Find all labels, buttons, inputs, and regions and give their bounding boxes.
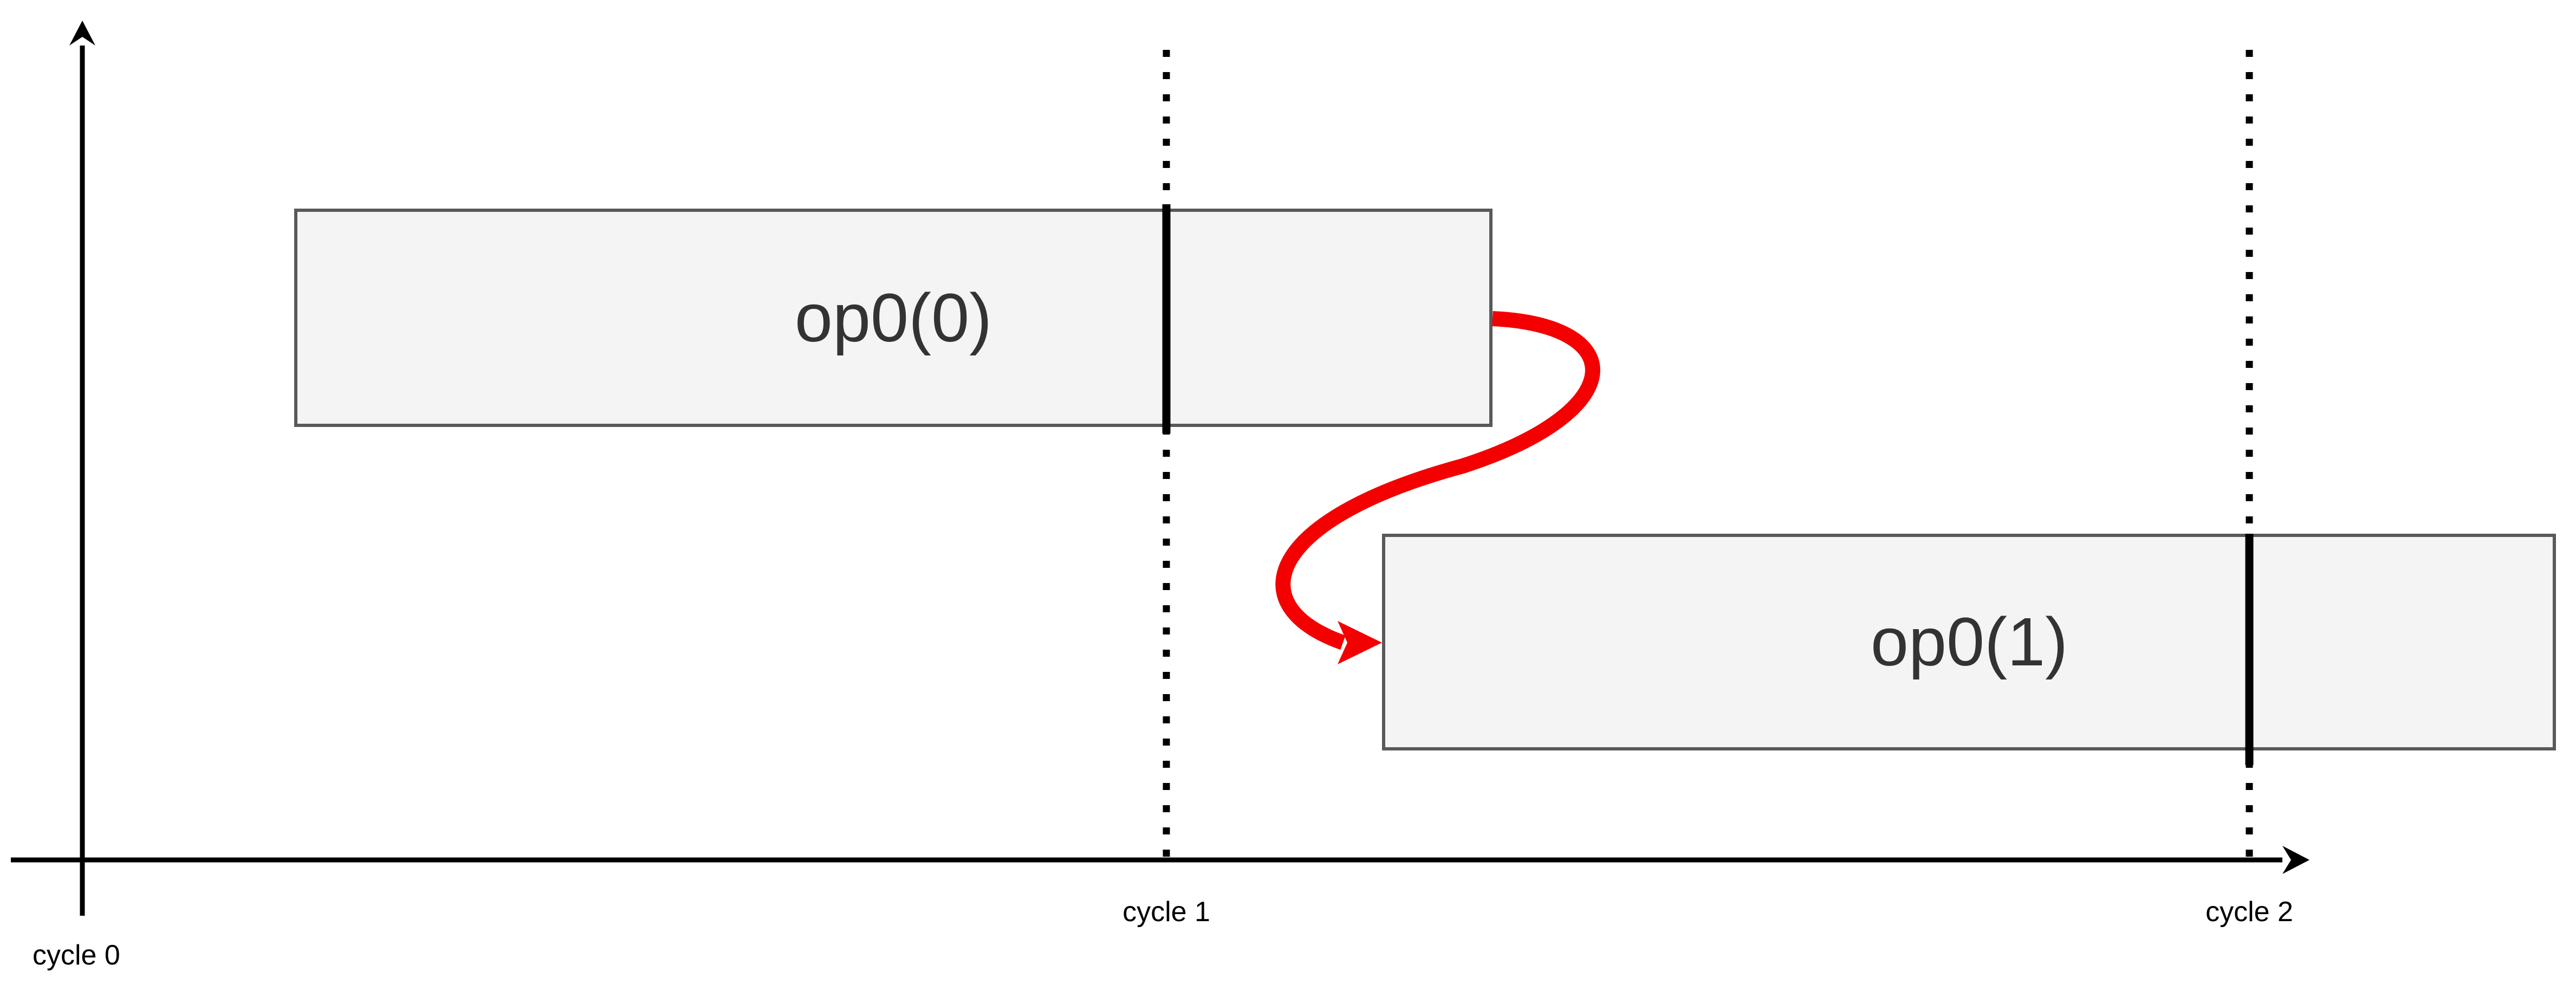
operation-box-label: op0(0) (795, 280, 992, 356)
cycle-labels: cycle 0 cycle 1 cycle 2 (33, 896, 2293, 971)
axis-group (11, 21, 2309, 916)
operation-box-rect[interactable] (294, 209, 1493, 427)
cycle-label-cycle0: cycle 0 (33, 940, 120, 971)
time-axis-arrowhead (2282, 846, 2309, 874)
dependency-arrow (1275, 311, 1600, 664)
cycle-gridlines (1163, 50, 2253, 864)
operation-boxes: op0(0) op0(1) (294, 204, 2556, 765)
operation-box-op0-0[interactable]: op0(0) (294, 204, 1493, 433)
vertical-axis-arrowhead (69, 21, 95, 46)
operation-box-rect[interactable] (1382, 534, 2556, 750)
cycle-label-cycle2: cycle 2 (2205, 896, 2293, 928)
dependency-arrow-curve (1275, 311, 1600, 650)
cycle-label-cycle1: cycle 1 (1122, 896, 1210, 928)
dependency-arrow-head-icon (1338, 621, 1382, 664)
operation-box-op0-1[interactable]: op0(1) (1382, 534, 2556, 765)
operation-box-label: op0(1) (1871, 604, 2068, 680)
